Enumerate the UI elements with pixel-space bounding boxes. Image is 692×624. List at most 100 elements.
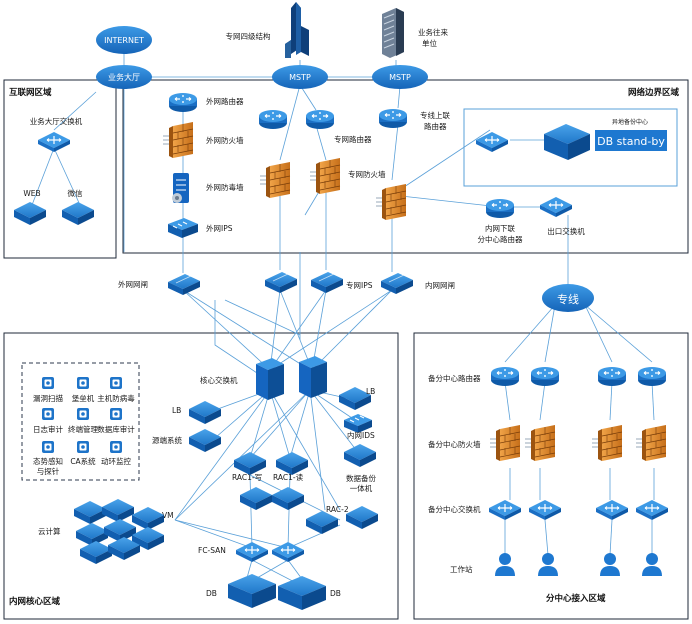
- branch-firewall-icon-4: [635, 424, 667, 462]
- branch-switch-icon-2: [528, 499, 562, 521]
- workstation-person-icon-3: [600, 553, 620, 576]
- source-system-label: 源端系统: [152, 435, 182, 445]
- security-group: 漏洞扫描 堡垒机 主机防病毒 日志审计 终端管理 数据库审计 态势感知 与探针 …: [33, 377, 135, 476]
- ext-ips-icon: [168, 218, 198, 238]
- sec-icon-1: [42, 377, 54, 389]
- hall-switch-label: 业务大厅交换机: [30, 116, 83, 126]
- internet-cloud: INTERNET: [96, 26, 152, 54]
- db-storage-left-icon: [228, 574, 276, 608]
- branch-router-icon: [485, 198, 515, 219]
- ext-gatekeeper-label: 外网网闸: [118, 279, 148, 289]
- priv-ips-label: 专网IPS: [346, 280, 373, 290]
- ext-gatekeeper-icon: [167, 273, 201, 296]
- biz-unit-label-2: 单位: [422, 38, 437, 48]
- sec-label-6: 数据库审计: [97, 424, 135, 434]
- rac1-read-icon: [276, 452, 308, 475]
- sec-icon-5: [77, 408, 89, 420]
- db-backup-label-2: 一体机: [350, 483, 373, 493]
- ext-firewall-label: 外网防火墙: [206, 135, 244, 145]
- branch-router-row-label: 备分中心路由器: [428, 373, 481, 383]
- priv-firewall-label: 专网防火墙: [348, 169, 386, 179]
- internet-label: INTERNET: [104, 36, 144, 45]
- db-right-label: DB: [330, 589, 341, 598]
- fc-san-switch-icon-1: [235, 541, 269, 563]
- sec-label-3: 主机防病毒: [97, 393, 135, 403]
- exit-switch-icon: [539, 196, 573, 218]
- sec-label-5: 终端管理: [68, 424, 98, 434]
- cloud-cluster-icon: [74, 499, 164, 564]
- uplink-router-icon: [378, 108, 408, 129]
- internet-zone-frame: [3, 79, 117, 259]
- rac2-label: RAC-2: [326, 505, 349, 514]
- sec-label-2: 堡垒机: [72, 393, 95, 403]
- priv-router-icon-1: [258, 109, 288, 130]
- security-group-frame: [21, 362, 140, 481]
- hall-switch-icon: [37, 131, 71, 153]
- workstation-person-icon-4: [642, 553, 662, 576]
- ext-router-icon: [168, 92, 198, 113]
- priv-firewall-icon-2: [309, 157, 341, 195]
- branch-router-icon-4: [637, 366, 667, 387]
- web-server-icon: [14, 202, 46, 225]
- branch-switch-icon-1: [488, 499, 522, 521]
- private-line-node: 专线: [542, 284, 594, 312]
- business-hall-node: 业务大厅: [96, 65, 152, 89]
- uplink-firewall-icon: [375, 183, 407, 221]
- branch-router-icon-3: [597, 366, 627, 387]
- fc-san-label: FC-SAN: [198, 546, 226, 555]
- rac-server-icon-2: [272, 487, 304, 510]
- backup-switch-icon: [475, 131, 509, 153]
- core-switch-label: 核心交换机: [200, 375, 238, 385]
- rac-server-icon-1: [240, 487, 272, 510]
- core-switch-icon-1: [256, 358, 284, 400]
- lb-left-label: LB: [172, 406, 181, 415]
- db-standby-label: DB stand-by: [597, 135, 665, 148]
- branch-router-label-2: 分中心路由器: [478, 234, 523, 244]
- db-standby-box: [595, 130, 667, 151]
- sec-icon-9: [110, 441, 122, 453]
- sec-icon-3: [110, 377, 122, 389]
- wechat-label: 微信: [68, 188, 83, 198]
- priv-firewall-icon-1: [259, 161, 291, 199]
- antivirus-gateway-icon: [172, 173, 189, 203]
- branch-router-label-1: 内网下联: [485, 223, 515, 233]
- branch-firewall-icon-1: [489, 424, 521, 462]
- db-storage-right-icon: [278, 576, 326, 610]
- sec-icon-2: [77, 377, 89, 389]
- sec-label-8: CA系统: [70, 456, 96, 466]
- sec-label-4: 日志审计: [33, 424, 63, 434]
- branch-switch-row-label: 备分中心交换机: [428, 504, 481, 514]
- workstation-person-icon-2: [538, 553, 558, 576]
- branch-firewall-icon-2: [524, 424, 556, 462]
- exit-switch-label: 出口交换机: [547, 226, 585, 236]
- rac1-read-label: RAC1-读: [273, 472, 304, 482]
- priv-ips-icon-1: [264, 271, 298, 294]
- branch-router-icon-2: [530, 366, 560, 387]
- vm-label: VM: [162, 511, 174, 520]
- int-gatekeeper-icon: [380, 272, 414, 295]
- int-ids-icon: [344, 414, 372, 433]
- rac1-write-label: RAC1-写: [232, 473, 262, 482]
- ext-ips-label: 外网IPS: [206, 223, 233, 233]
- rac2-icon-1: [306, 511, 338, 534]
- lb-right-label: LB: [366, 387, 375, 396]
- branch-firewall-icon-3: [591, 424, 623, 462]
- branch-router-icon-1: [490, 366, 520, 387]
- sec-label-7-line2: 与探针: [37, 466, 60, 476]
- db-backup-icon: [344, 444, 376, 467]
- rac1-write-icon: [234, 452, 266, 475]
- workstation-person-icon-1: [495, 553, 515, 576]
- db-standby-server-icon: [544, 124, 590, 160]
- branch-firewall-row-label: 备分中心防火墙: [428, 439, 481, 449]
- sec-label-9: 动环监控: [101, 456, 131, 466]
- lb-left-icon: [189, 401, 221, 424]
- web-label: WEB: [23, 189, 40, 198]
- uplink-router-label-2: 路由器: [424, 121, 447, 131]
- sec-label-1: 漏洞扫描: [33, 393, 63, 403]
- mstp-node-1: MSTP: [272, 65, 328, 89]
- sec-icon-6: [110, 408, 122, 420]
- private-line-label: 专线: [557, 292, 579, 306]
- backup-center-title: 异地备份中心: [612, 118, 648, 126]
- branch-switch-icon-4: [635, 499, 669, 521]
- internet-zone-title: 互联网区域: [9, 87, 52, 98]
